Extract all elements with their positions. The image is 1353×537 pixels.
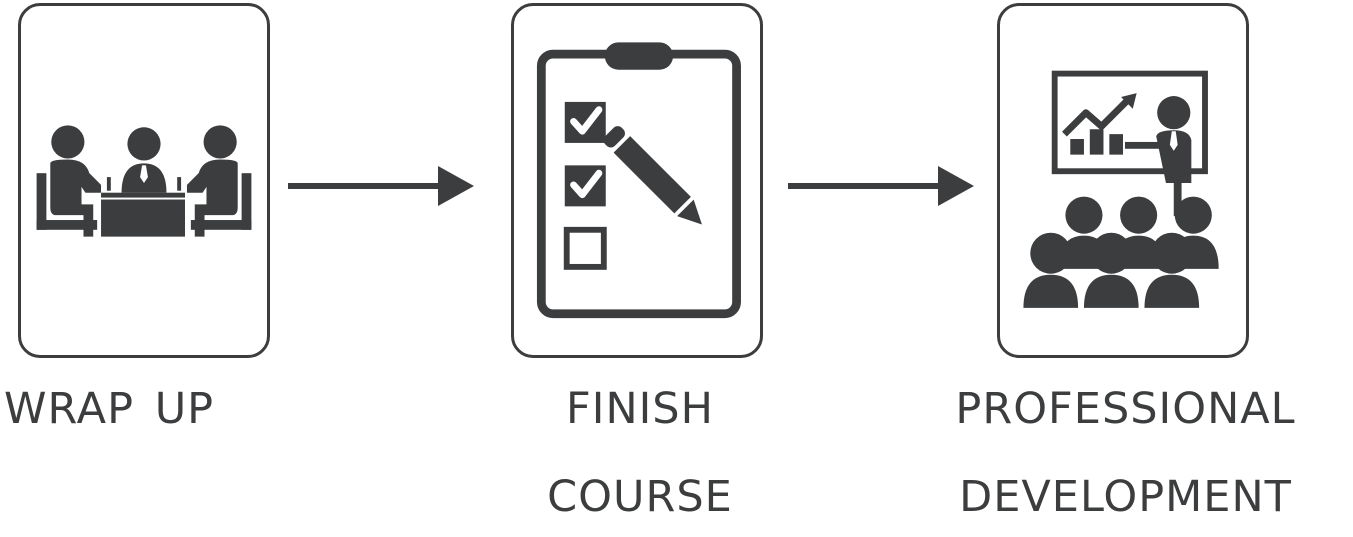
arrow-right-icon [788, 166, 974, 206]
step-card-wrap-up [18, 3, 270, 358]
presentation-icon [1023, 70, 1219, 308]
step-label-line: Finish [566, 365, 714, 438]
step-label-line: Course [547, 453, 733, 526]
step-label-line: Professional [955, 365, 1296, 438]
step-card-professional-development [997, 3, 1249, 358]
step-label-finish-course: Finish Course [500, 358, 780, 534]
step-label-professional-development: Professional Development [898, 358, 1353, 534]
step-label-line: Wrap Up [4, 365, 215, 438]
checklist-icon [536, 42, 741, 319]
step-card-finish-course [511, 3, 763, 358]
step-label-line: Development [959, 453, 1292, 526]
meeting-icon [36, 125, 252, 237]
arrow-right-icon [288, 166, 474, 206]
step-label-wrap-up: Wrap Up [4, 358, 214, 446]
